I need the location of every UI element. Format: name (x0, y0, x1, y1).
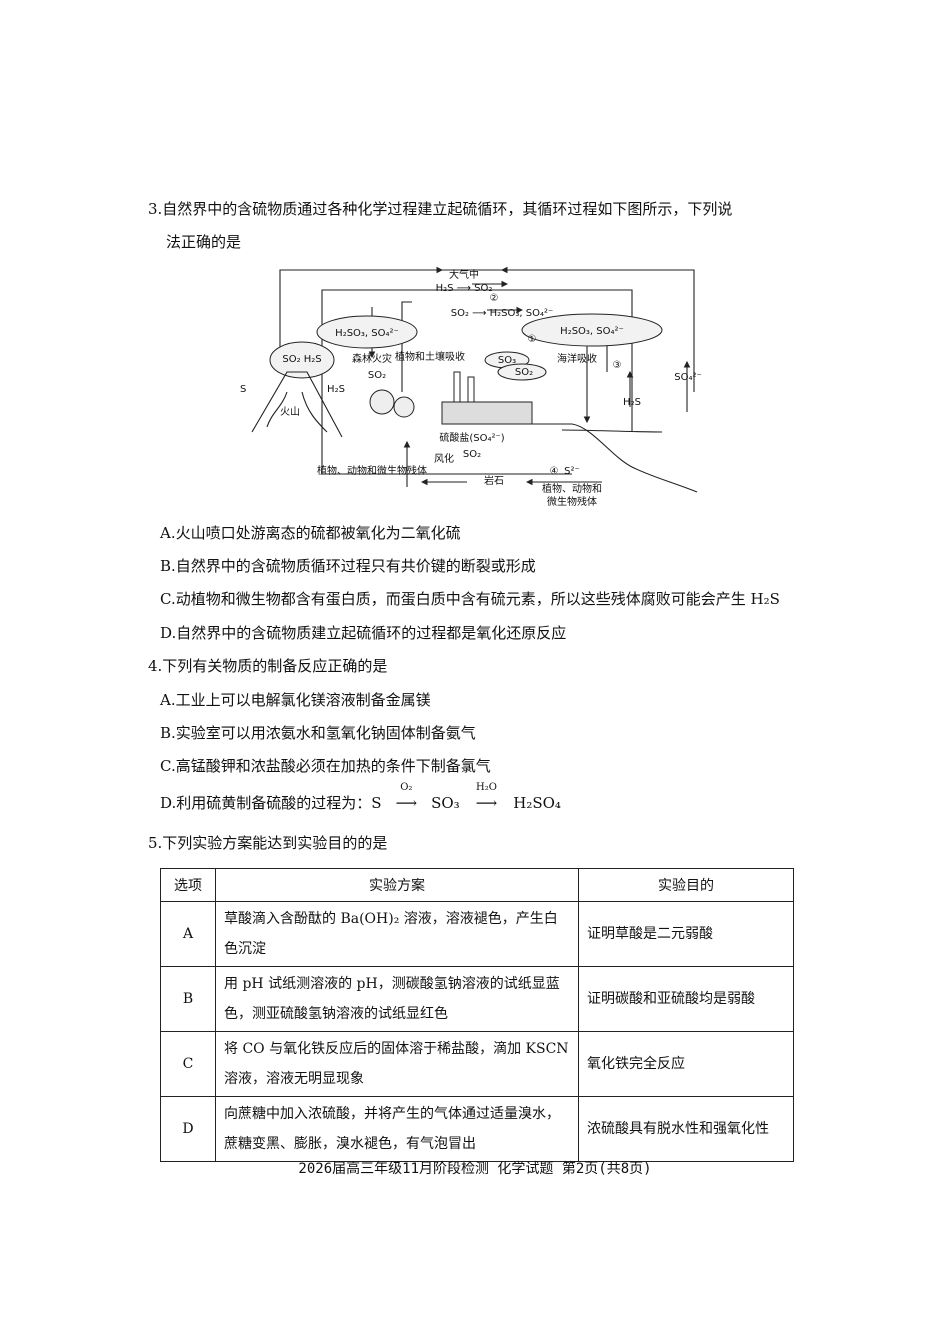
label-circle3: ③ (613, 360, 622, 371)
label-factory-so3: SO₃ (498, 355, 516, 366)
atmosphere-loop-line (279, 269, 695, 392)
q3-option-c: C.动植物和微生物都含有蛋白质，而蛋白质中含有硫元素，所以这些残体腐败可能会产生… (160, 590, 780, 608)
reagent-h2o: H₂O (476, 782, 497, 793)
row-purpose: 证明碳酸和亚硫酸均是弱酸 (578, 966, 794, 1032)
left-cloud (316, 315, 418, 349)
row-purpose: 证明草酸是二元弱酸 (578, 901, 794, 967)
q5-stem: 5.下列实验方案能达到实验目的的是 (148, 834, 388, 852)
label-volcano-cloud: SO₂ H₂S (282, 354, 321, 365)
factory (441, 401, 533, 425)
sulfur-cycle-diagram: 大气中 H₂S ⟶ SO₂ ② SO₂ ⟶ H₂SO₃, SO₄²⁻ ① H₂S… (240, 266, 702, 508)
label-residue-right-2: 微生物残体 (547, 495, 597, 508)
label-circle2: ② (490, 293, 499, 304)
sea-floor (532, 423, 698, 493)
q4-stem: 4.下列有关物质的制备反应正确的是 (148, 657, 388, 675)
label-forest-fire: 森林火灾 (352, 352, 392, 365)
label-s2minus: S²⁻ (564, 466, 580, 477)
q4-option-d: D.利用硫黄制备硫酸的过程为：S O₂⟶ SO₃ H₂O⟶ H₂SO₄ (160, 782, 561, 813)
label-sulfate: 硫酸盐(SO₄²⁻) (439, 431, 504, 444)
row-option: D (160, 1096, 216, 1162)
q3-stem-line1: 3.自然界中的含硫物质通过各种化学过程建立起硫循环，其循环过程如下图所示，下列说 (148, 200, 733, 218)
volcano-cloud (269, 341, 335, 379)
q3-option-d: D.自然界中的含硫物质建立起硫循环的过程都是氧化还原反应 (160, 624, 567, 642)
arrow-o2: O₂⟶ (386, 782, 426, 812)
row-option: C (160, 1031, 216, 1097)
q4-option-b: B.实验室可以用浓氨水和氢氧化钠固体制备氨气 (160, 724, 476, 742)
row-option: A (160, 901, 216, 967)
label-h2s-left: H₂S (327, 384, 345, 395)
row-plan: 向蔗糖中加入浓硫酸，并将产生的气体通过适量溴水，蔗糖变黑、膨胀，溴水褪色，有气泡… (215, 1096, 579, 1162)
row-plan: 将 CO 与氧化铁反应后的固体溶于稀盐酸，滴加 KSCN 溶液，溶液无明显现象 (215, 1031, 579, 1097)
label-rock: 岩石 (484, 474, 504, 487)
row-plan: 用 pH 试纸测溶液的 pH，测碳酸氢钠溶液的试纸显蓝色，测亚硫酸氢钠溶液的试纸… (215, 966, 579, 1032)
page-footer: 2026届高三年级11月阶段检测 化学试题 第2页(共8页) (298, 1161, 652, 1177)
product-h2so4: H₂SO₄ (513, 794, 561, 812)
label-so4-right: SO₄²⁻ (674, 372, 702, 383)
label-circle1: ① (528, 334, 537, 345)
product-so3: SO₃ (431, 794, 460, 812)
label-residue-right-1: 植物、动物和 (542, 482, 602, 495)
label-so2-fire: SO₂ (368, 370, 386, 381)
header-option: 选项 (160, 868, 216, 902)
row-purpose: 浓硫酸具有脱水性和强氧化性 (578, 1096, 794, 1162)
table-row: A 草酸滴入含酚酞的 Ba(OH)₂ 溶液，溶液褪色，产生白色沉淀 证明草酸是二… (160, 901, 794, 967)
label-s: S (240, 384, 246, 395)
reagent-o2: O₂ (400, 782, 413, 793)
label-weathering: 风化 (434, 452, 454, 465)
label-sea-absorb: 海洋吸收 (557, 352, 597, 365)
label-factory-so2: SO₂ (515, 367, 533, 378)
label-atmosphere: 大气中 (449, 268, 479, 281)
row-plan: 草酸滴入含酚酞的 Ba(OH)₂ 溶液，溶液褪色，产生白色沉淀 (215, 901, 579, 967)
q3-stem-line2: 法正确的是 (166, 233, 242, 251)
right-cloud (521, 313, 663, 347)
label-residue-left: 植物、动物和微生物残体 (317, 464, 427, 477)
table-header-row: 选项 实验方案 实验目的 (160, 868, 794, 902)
q4-option-d-prefix: D.利用硫黄制备硫酸的过程为：S (160, 794, 382, 812)
row-option: B (160, 966, 216, 1032)
label-so2-bottom: SO₂ (463, 449, 481, 460)
volcano-shape (251, 371, 343, 438)
experiment-table: 选项 实验方案 实验目的 A 草酸滴入含酚酞的 Ba(OH)₂ 溶液，溶液褪色，… (160, 868, 794, 1162)
table-row: B 用 pH 试纸测溶液的 pH，测碳酸氢钠溶液的试纸显蓝色，测亚硫酸氢钠溶液的… (160, 966, 794, 1032)
label-cloud-left: H₂SO₃, SO₄²⁻ (335, 328, 399, 339)
header-plan: 实验方案 (215, 868, 579, 902)
label-circle4: ④ (550, 466, 559, 477)
table-row: D 向蔗糖中加入浓硫酸，并将产生的气体通过适量溴水，蔗糖变黑、膨胀，溴水褪色，有… (160, 1096, 794, 1162)
q3-option-a: A.火山喷口处游离态的硫都被氧化为二氧化硫 (160, 524, 461, 542)
q3-option-b: B.自然界中的含硫物质循环过程只有共价键的断裂或形成 (160, 557, 536, 575)
label-h2s-so2: H₂S ⟶ SO₂ (436, 283, 493, 294)
label-plant-absorb: 植物和土壤吸收 (395, 350, 465, 363)
arrow-h2o: H₂O⟶ (464, 782, 508, 812)
label-h2s-sea: H₂S (623, 397, 641, 408)
label-volcano: 火山 (280, 406, 300, 418)
label-so2-h2so3: SO₂ ⟶ H₂SO₃, SO₄²⁻ (451, 308, 554, 319)
table-row: C 将 CO 与氧化铁反应后的固体溶于稀盐酸，滴加 KSCN 溶液，溶液无明显现… (160, 1031, 794, 1097)
q4-option-c: C.高锰酸钾和浓盐酸必须在加热的条件下制备氯气 (160, 757, 491, 775)
row-purpose: 氧化铁完全反应 (578, 1031, 794, 1097)
label-cloud-right: H₂SO₃, SO₄²⁻ (560, 326, 624, 337)
q4-option-a: A.工业上可以电解氯化镁溶液制备金属镁 (160, 691, 431, 709)
header-purpose: 实验目的 (578, 868, 794, 902)
